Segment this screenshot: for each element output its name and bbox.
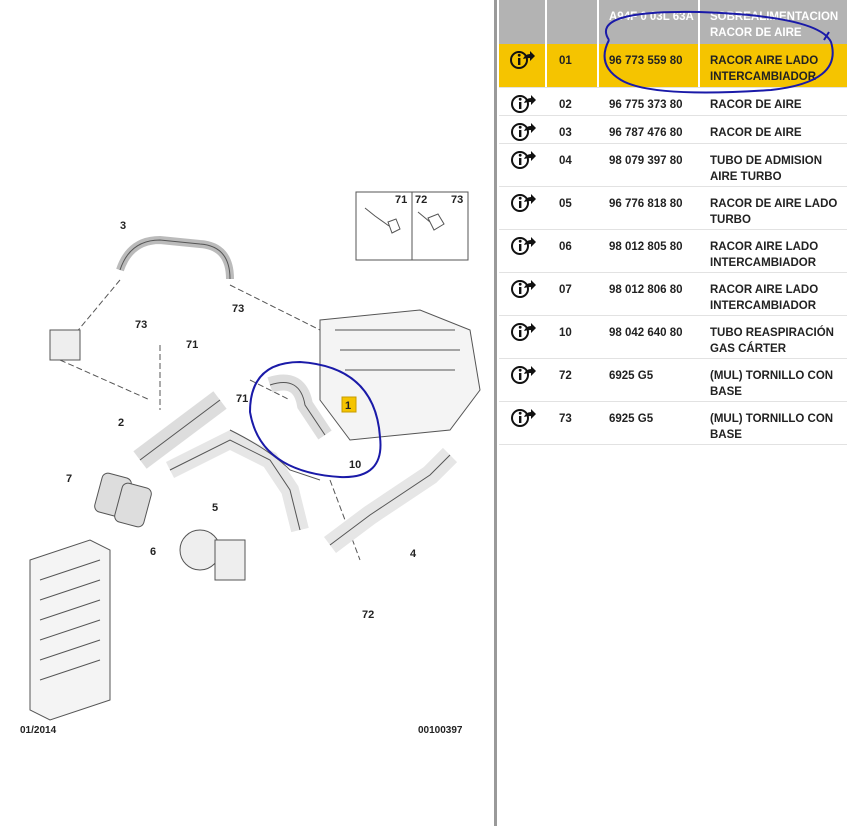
table-row[interactable]: 03 96 787 476 80 RACOR DE AIRE: [499, 116, 847, 144]
table-row[interactable]: 02 96 775 373 80 RACOR DE AIRE: [499, 88, 847, 116]
callout-label: 10: [349, 459, 361, 471]
info-link-icon[interactable]: [499, 44, 547, 87]
part-reference[interactable]: 96 775 373 80: [609, 99, 683, 111]
part-description: (MUL) TORNILLO CON BASE: [710, 413, 834, 441]
item-number: 72: [559, 370, 572, 382]
part-reference[interactable]: 98 012 806 80: [609, 284, 683, 296]
callout-label: 4: [410, 548, 417, 560]
header-icon-col: [499, 0, 547, 44]
part-description: RACOR AIRE LADO INTERCAMBIADOR: [710, 241, 819, 269]
part-reference[interactable]: 98 042 640 80: [609, 327, 683, 339]
info-link-icon[interactable]: [499, 402, 547, 444]
inset-label: 73: [451, 194, 463, 206]
callout-label: 73: [135, 319, 147, 331]
exploded-view: 1 3 73 73 71 2 71 10 7 6 5 4 72 71 72 73…: [20, 191, 481, 736]
table-row[interactable]: 01 96 773 559 80 RACOR AIRE LADO INTERCA…: [499, 44, 847, 88]
callout-label: 72: [362, 609, 374, 621]
part-description: (MUL) TORNILLO CON BASE: [710, 370, 834, 398]
hand-drawn-circle: [603, 10, 834, 94]
info-link-icon[interactable]: [499, 273, 547, 315]
info-link-icon[interactable]: [499, 116, 547, 143]
part-description: RACOR DE AIRE: [710, 127, 802, 139]
part-description: TUBO DE ADMISION AIRE TURBO: [710, 155, 823, 183]
part-reference[interactable]: 96 776 818 80: [609, 198, 683, 210]
part-description: RACOR AIRE LADO INTERCAMBIADOR: [710, 55, 819, 83]
part-reference[interactable]: 96 773 559 80: [599, 44, 700, 87]
table-row[interactable]: 73 6925 G5 (MUL) TORNILLO CON BASE: [499, 402, 847, 445]
diagram-reference: 00100397: [418, 725, 463, 736]
info-link-icon[interactable]: [499, 230, 547, 272]
part-description: RACOR AIRE LADO INTERCAMBIADOR: [710, 284, 819, 312]
table-row[interactable]: 05 96 776 818 80 RACOR DE AIRE LADO TURB…: [499, 187, 847, 230]
parts-diagram: 1 3 73 73 71 2 71 10 7 6 5 4 72 71 72 73…: [20, 191, 481, 736]
callout-label: 73: [232, 303, 244, 315]
part-description: RACOR DE AIRE: [710, 99, 802, 111]
info-link-icon[interactable]: [499, 88, 547, 115]
part-description: RACOR DE AIRE LADO TURBO: [710, 198, 838, 226]
header-num-col: [547, 0, 599, 44]
info-link-icon[interactable]: [499, 316, 547, 358]
item-number: 02: [559, 99, 572, 111]
item-number: 05: [559, 198, 572, 210]
diagram-date: 01/2014: [20, 725, 57, 736]
callout-label: 1: [345, 400, 351, 412]
callout-label: 2: [118, 417, 124, 429]
part-reference[interactable]: 98 079 397 80: [609, 155, 683, 167]
highlight-callout-box: [341, 396, 357, 413]
info-link-icon[interactable]: [499, 359, 547, 401]
item-number: 73: [559, 413, 572, 425]
part-reference[interactable]: 98 012 805 80: [609, 241, 683, 253]
inset-label: 72: [415, 194, 427, 206]
callout-label: 3: [120, 220, 126, 232]
item-number: 06: [559, 241, 572, 253]
callout-label: 71: [186, 339, 198, 351]
item-number: 04: [559, 155, 572, 167]
info-link-icon[interactable]: [499, 187, 547, 229]
header-ref: A94F 0 03L 63A: [599, 0, 700, 44]
panel-divider[interactable]: [494, 0, 497, 826]
part-reference[interactable]: 6925 G5: [609, 413, 654, 425]
part-reference[interactable]: 96 787 476 80: [609, 127, 683, 139]
table-row[interactable]: 72 6925 G5 (MUL) TORNILLO CON BASE: [499, 359, 847, 402]
part-reference[interactable]: 6925 G5: [609, 370, 654, 382]
item-number: 07: [559, 284, 572, 296]
table-row[interactable]: 06 98 012 805 80 RACOR AIRE LADO INTERCA…: [499, 230, 847, 273]
callout-label: 71: [236, 393, 248, 405]
table-row[interactable]: 04 98 079 397 80 TUBO DE ADMISION AIRE T…: [499, 144, 847, 187]
table-row[interactable]: 07 98 012 806 80 RACOR AIRE LADO INTERCA…: [499, 273, 847, 316]
hand-drawn-circle: [248, 360, 382, 479]
callout-label: 5: [212, 502, 218, 514]
table-row[interactable]: 10 98 042 640 80 TUBO REASPIRACIÓN GAS C…: [499, 316, 847, 359]
part-description: TUBO REASPIRACIÓN GAS CÁRTER: [710, 327, 834, 355]
item-number: 03: [559, 127, 572, 139]
inset-label: 71: [395, 194, 407, 206]
item-number: 01: [547, 44, 599, 87]
callout-label: 6: [150, 546, 156, 558]
item-number: 10: [559, 327, 572, 339]
callout-label: 7: [66, 473, 72, 485]
info-link-icon[interactable]: [499, 144, 547, 186]
